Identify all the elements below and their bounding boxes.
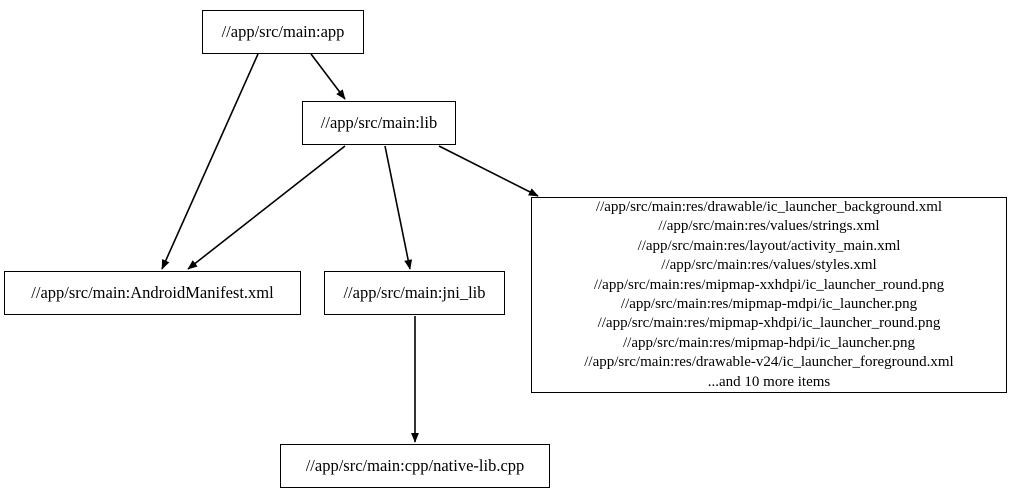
edge-lib-to-jni-lib xyxy=(384,145,413,270)
edge-lib-to-resources xyxy=(438,145,539,197)
node-jni-lib-label: //app/src/main:jni_lib xyxy=(343,282,486,302)
node-lib-label: //app/src/main:lib xyxy=(320,112,438,132)
edge-lib-to-manifest xyxy=(187,145,346,270)
node-android-manifest-label: //app/src/main:AndroidManifest.xml xyxy=(31,282,274,302)
node-native-lib-cpp[interactable]: //app/src/main:cpp/native-lib.cpp xyxy=(280,444,550,488)
node-app-label: //app/src/main:app xyxy=(221,21,345,41)
node-resources[interactable]: //app/src/main:res/drawable/ic_launcher_… xyxy=(531,197,1007,393)
edge-app-to-manifest xyxy=(161,53,259,270)
node-jni-lib[interactable]: //app/src/main:jni_lib xyxy=(324,271,505,315)
node-native-lib-cpp-label: //app/src/main:cpp/native-lib.cpp xyxy=(305,455,525,475)
node-app[interactable]: //app/src/main:app xyxy=(202,10,364,54)
node-resources-label: //app/src/main:res/drawable/ic_launcher_… xyxy=(584,198,954,390)
node-lib[interactable]: //app/src/main:lib xyxy=(302,101,456,145)
node-android-manifest[interactable]: //app/src/main:AndroidManifest.xml xyxy=(4,271,301,315)
edge-app-to-lib xyxy=(310,53,346,100)
